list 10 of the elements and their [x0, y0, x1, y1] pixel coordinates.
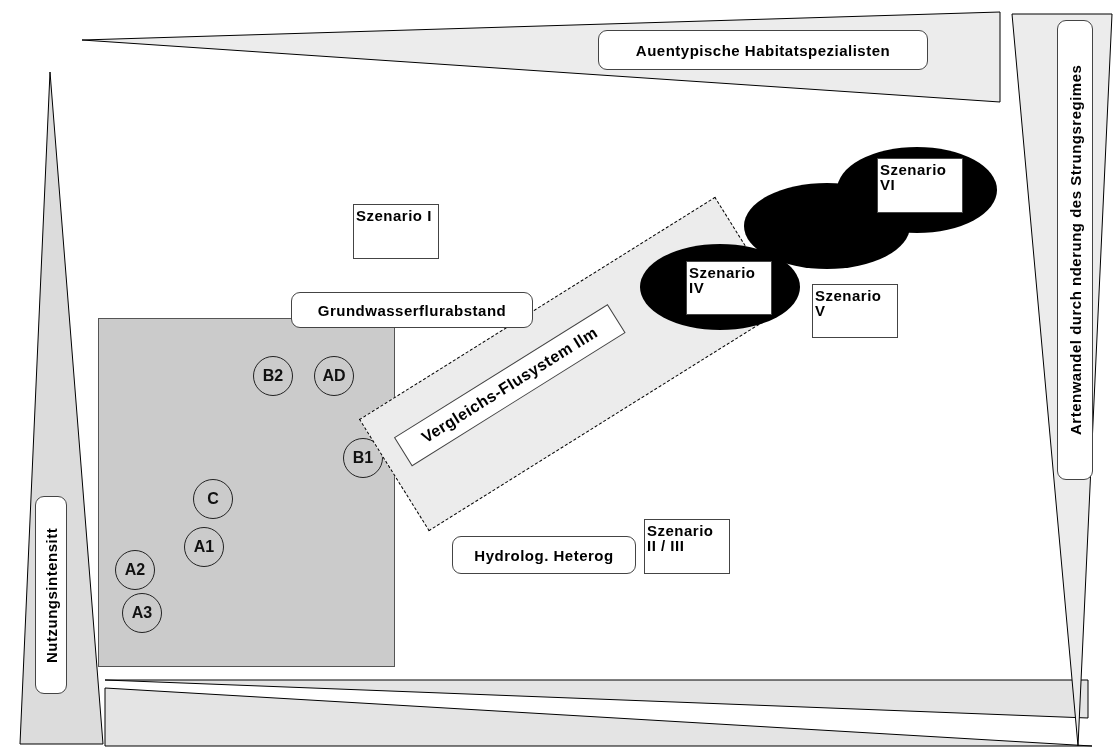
axis-label: Artenwandel durch nderung des Strungsregimes	[1057, 20, 1093, 480]
scenario-label: Szenario V	[812, 284, 898, 338]
axis-label: Nutzungsintensitt	[35, 496, 67, 694]
factor-label: Grundwasserflurabstand	[291, 292, 533, 328]
scenario-label: Szenario IV	[686, 261, 772, 315]
scenario-label: Szenario VI	[877, 158, 963, 213]
factor-label: Hydrolog. Heterog	[452, 536, 636, 574]
scenario-label: Szenario II / III	[644, 519, 730, 574]
shaded-area	[98, 318, 395, 667]
axis-label: Auentypische Habitatspezialisten	[598, 30, 928, 70]
